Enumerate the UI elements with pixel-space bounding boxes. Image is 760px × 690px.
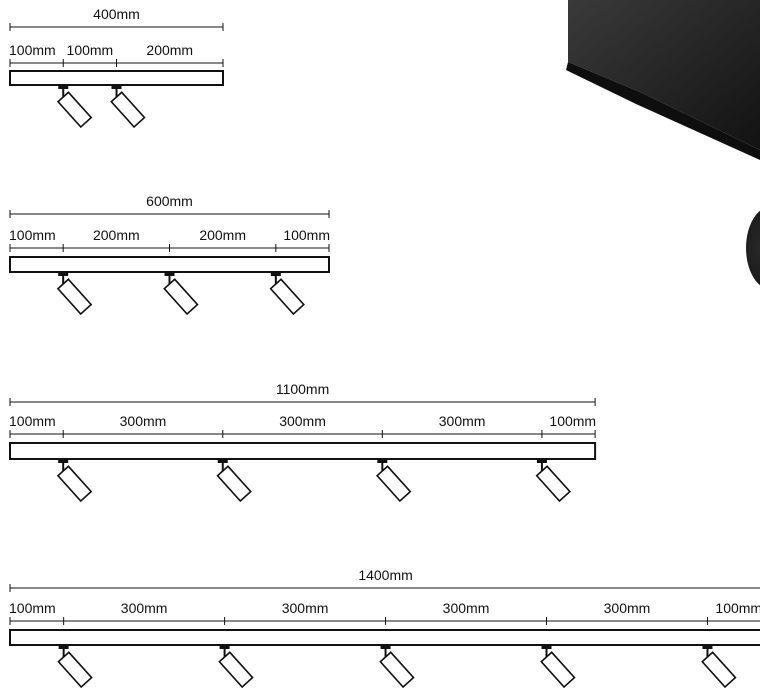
segment-length-label: 300mm	[443, 600, 490, 616]
spotlight-head	[110, 91, 146, 129]
spotlight-adapter	[58, 459, 69, 463]
spotlight-icon	[216, 459, 252, 503]
spotlight-head	[540, 651, 576, 689]
product-housing-face	[568, 0, 760, 150]
track-rail	[9, 629, 760, 646]
spotlight-icon	[540, 645, 576, 689]
segment-length-label: 100mm	[9, 413, 56, 429]
product-housing-side	[566, 62, 760, 160]
segment-length-label: 100mm	[283, 227, 330, 243]
configuration-400: 400mm 100mm 100mm 200mm	[9, 6, 224, 129]
segment-length-label: 300mm	[439, 413, 486, 429]
total-length-label: 1400mm	[358, 567, 412, 583]
total-length-label: 400mm	[93, 6, 140, 22]
segment-length-label: 100mm	[549, 413, 596, 429]
spotlight-head	[216, 465, 252, 503]
configuration-1400: 1400mm 100mm 300mm 300mm 300mm 300mm 100mm	[9, 567, 760, 689]
spotlight-adapter	[111, 85, 122, 89]
spotlight-head	[535, 465, 571, 503]
configuration-600: 600mm 100mm 200mm 200mm 100mm	[9, 193, 331, 316]
spotlight-head	[701, 651, 737, 689]
spotlight-icon	[56, 272, 93, 316]
spotlight-head	[163, 278, 199, 316]
spotlight-icon	[379, 645, 415, 689]
spotlight-adapter	[380, 645, 391, 649]
spotlight-icon	[57, 645, 93, 689]
spotlight-adapter	[58, 272, 69, 276]
segment-length-label: 100mm	[67, 42, 114, 58]
spotlight-adapter	[377, 459, 388, 463]
spotlight-head	[57, 651, 93, 689]
spotlight-adapter	[270, 272, 281, 276]
segment-length-label: 300mm	[120, 413, 167, 429]
segment-length-label: 200mm	[199, 227, 246, 243]
spotlight-icon	[376, 459, 412, 503]
spotlight-adapter	[702, 645, 713, 649]
spotlight-head	[376, 465, 412, 503]
spotlight-icon	[110, 85, 146, 129]
spotlight-icon	[56, 459, 93, 503]
spotlight-icon	[535, 459, 571, 503]
spotlight-adapter	[219, 645, 230, 649]
spotlight-icon	[56, 85, 93, 129]
segment-length-label: 200mm	[146, 42, 193, 58]
spotlight-head-photo	[746, 210, 760, 286]
spotlight-adapter	[536, 459, 547, 463]
track-rail	[9, 442, 597, 460]
track-rail	[9, 70, 224, 86]
segment-length-label: 100mm	[9, 227, 56, 243]
segment-length-label: 300mm	[121, 600, 168, 616]
spotlight-adapter	[58, 85, 69, 89]
total-length-label: 600mm	[146, 193, 193, 209]
spotlight-head	[56, 278, 93, 316]
product-photo	[566, 0, 760, 286]
track-rail	[9, 256, 331, 273]
spotlight-head	[56, 465, 93, 503]
segment-length-label: 200mm	[93, 227, 140, 243]
spotlight-adapter	[541, 645, 552, 649]
spotlight-icon	[701, 645, 737, 689]
spotlight-head	[218, 651, 254, 689]
spotlight-head	[56, 91, 93, 129]
spotlight-icon	[218, 645, 254, 689]
spotlight-icon	[269, 272, 305, 316]
segment-length-label: 300mm	[604, 600, 651, 616]
spotlight-head	[379, 651, 415, 689]
configuration-1100: 1100mm 100mm 300mm 300mm 300mm 100mm	[9, 381, 597, 503]
spotlight-head	[269, 278, 305, 316]
spotlight-adapter	[217, 459, 228, 463]
segment-length-label: 300mm	[282, 600, 329, 616]
segment-length-label: 300mm	[279, 413, 326, 429]
segment-length-label: 100mm	[9, 600, 56, 616]
spotlight-icon	[163, 272, 199, 316]
total-length-label: 1100mm	[276, 381, 329, 397]
segment-length-label: 100mm	[715, 600, 760, 616]
spotlight-adapter	[164, 272, 175, 276]
segment-length-label: 100mm	[9, 42, 56, 58]
spotlight-adapter	[58, 645, 69, 649]
